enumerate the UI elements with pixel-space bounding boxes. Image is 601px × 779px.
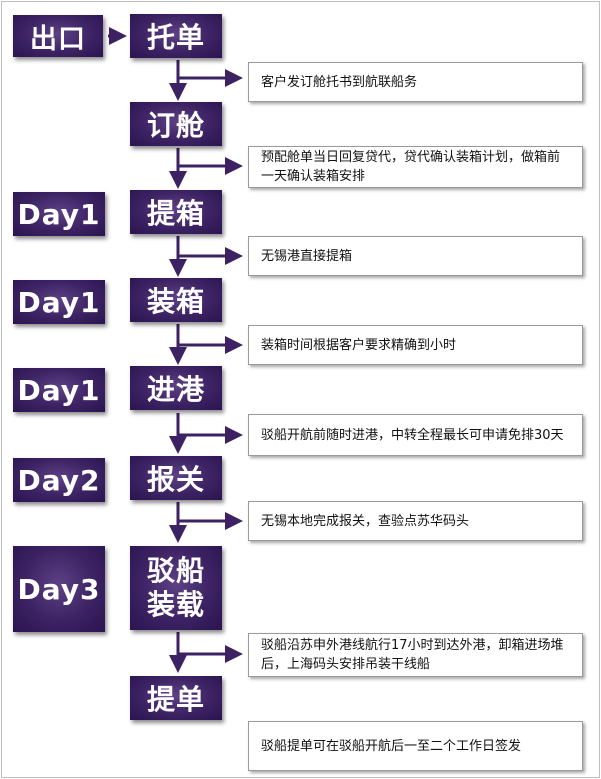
step-box-tidan: 提单 bbox=[130, 676, 222, 720]
note-4: 装箱时间根据客户要求精确到小时 bbox=[248, 325, 583, 365]
note-3: 无锡港直接提箱 bbox=[248, 236, 583, 276]
day-badge-5: Day3 bbox=[13, 546, 105, 632]
note-7: 驳船沿苏申外港线航行17小时到达外港，卸箱进场堆后，上海码头安排吊装干线船 bbox=[248, 633, 583, 677]
note-5: 驳船开航前随时进港，中转全程最长可申请免排30天 bbox=[248, 414, 583, 456]
note-2: 预配舱单当日回复贷代，贷代确认装箱计划，做箱前一天确认装箱安排 bbox=[248, 146, 583, 188]
day-badge-3: Day1 bbox=[13, 368, 105, 412]
day-badge-1: Day1 bbox=[13, 192, 105, 236]
step-box-baoguan: 报关 bbox=[130, 456, 222, 500]
step-label-line2: 装载 bbox=[146, 588, 205, 621]
step-box-boc-zhuangzai: 驳船 装载 bbox=[130, 546, 222, 630]
day-badge-4: Day2 bbox=[13, 458, 105, 502]
note-8: 驳船提单可在驳船开航后一至二个工作日签发 bbox=[248, 721, 583, 771]
step-box-tuodan: 托单 bbox=[130, 14, 222, 58]
step-label-line1: 驳船 bbox=[146, 554, 205, 587]
step-box-zhuangxiang: 装箱 bbox=[130, 278, 222, 322]
step-box-jingang: 进港 bbox=[130, 366, 222, 410]
note-1: 客户发订舱托书到航联船务 bbox=[248, 62, 583, 102]
step-box-dingcang: 订舱 bbox=[130, 102, 222, 146]
step-box-tixiang: 提箱 bbox=[130, 190, 222, 234]
start-box: 出口 bbox=[13, 15, 103, 57]
note-6: 无锡本地完成报关，查验点苏华码头 bbox=[248, 501, 583, 541]
day-badge-2: Day1 bbox=[13, 280, 105, 324]
